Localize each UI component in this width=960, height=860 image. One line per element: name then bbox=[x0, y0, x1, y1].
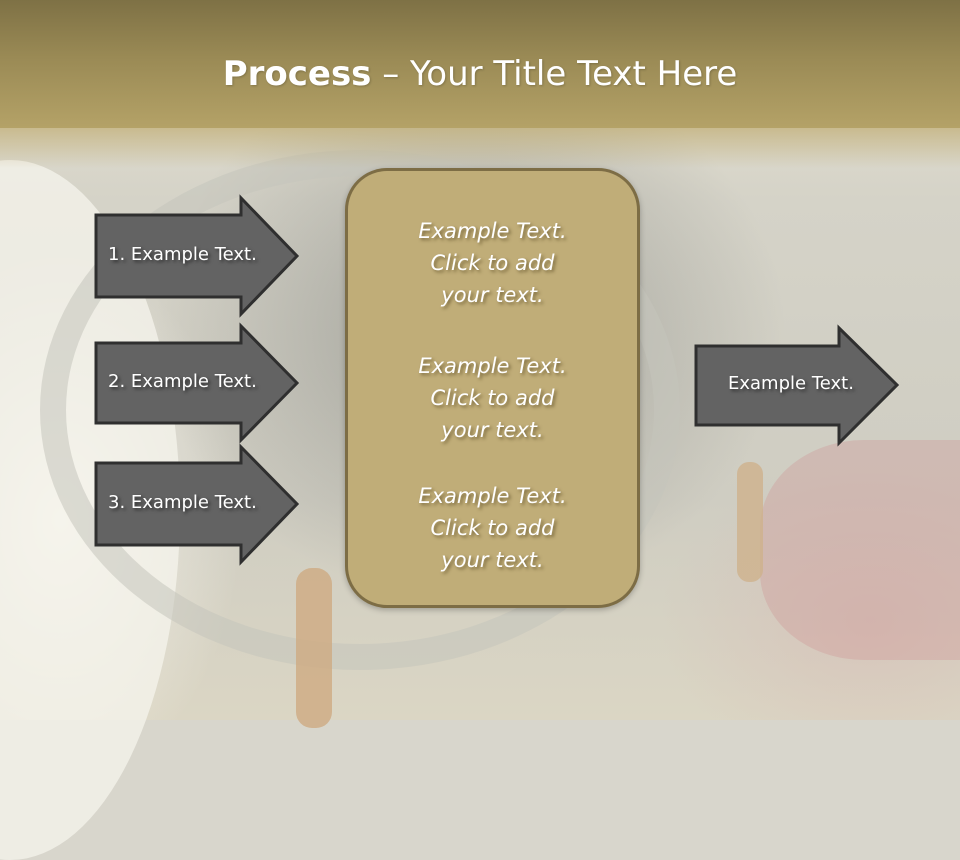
right-arrow-shape-icon bbox=[94, 322, 300, 444]
center-line: your text. bbox=[441, 283, 544, 307]
center-line: Example Text. bbox=[418, 219, 567, 243]
arrow-label: Example Text. bbox=[728, 373, 854, 394]
center-line: your text. bbox=[441, 548, 544, 572]
center-line: Click to add bbox=[430, 251, 555, 275]
background-control-stick bbox=[737, 462, 763, 582]
process-arrow-2[interactable]: 2. Example Text. bbox=[94, 322, 300, 444]
center-text-block-2[interactable]: Example Text. Click to add your text. bbox=[348, 350, 637, 446]
arrow-label: 3. Example Text. bbox=[108, 492, 257, 513]
title-band bbox=[0, 0, 960, 128]
center-text-block-3[interactable]: Example Text. Click to add your text. bbox=[348, 480, 637, 576]
arrow-label: 2. Example Text. bbox=[108, 371, 257, 392]
right-arrow-shape-icon bbox=[94, 194, 300, 318]
process-arrow-3[interactable]: 3. Example Text. bbox=[94, 443, 300, 566]
background-seat bbox=[760, 440, 960, 660]
title-bold: Process bbox=[222, 54, 372, 94]
background-control-stick-left bbox=[296, 568, 332, 728]
center-text-block-1[interactable]: Example Text. Click to add your text. bbox=[348, 215, 637, 311]
center-text-box[interactable]: Example Text. Click to add your text. Ex… bbox=[345, 168, 640, 608]
center-line: Click to add bbox=[430, 386, 555, 410]
slide-title[interactable]: Process – Your Title Text Here bbox=[0, 50, 960, 98]
center-line: Example Text. bbox=[418, 354, 567, 378]
right-arrow-shape-icon bbox=[94, 443, 300, 566]
arrow-label: 1. Example Text. bbox=[108, 244, 257, 265]
center-line: Click to add bbox=[430, 516, 555, 540]
center-line: Example Text. bbox=[418, 484, 567, 508]
output-arrow[interactable]: Example Text. bbox=[694, 324, 900, 447]
right-arrow-shape-icon bbox=[694, 324, 900, 447]
process-arrow-1[interactable]: 1. Example Text. bbox=[94, 194, 300, 318]
title-band-fade bbox=[0, 128, 960, 168]
center-line: your text. bbox=[441, 418, 544, 442]
title-rest: – Your Title Text Here bbox=[371, 54, 738, 94]
